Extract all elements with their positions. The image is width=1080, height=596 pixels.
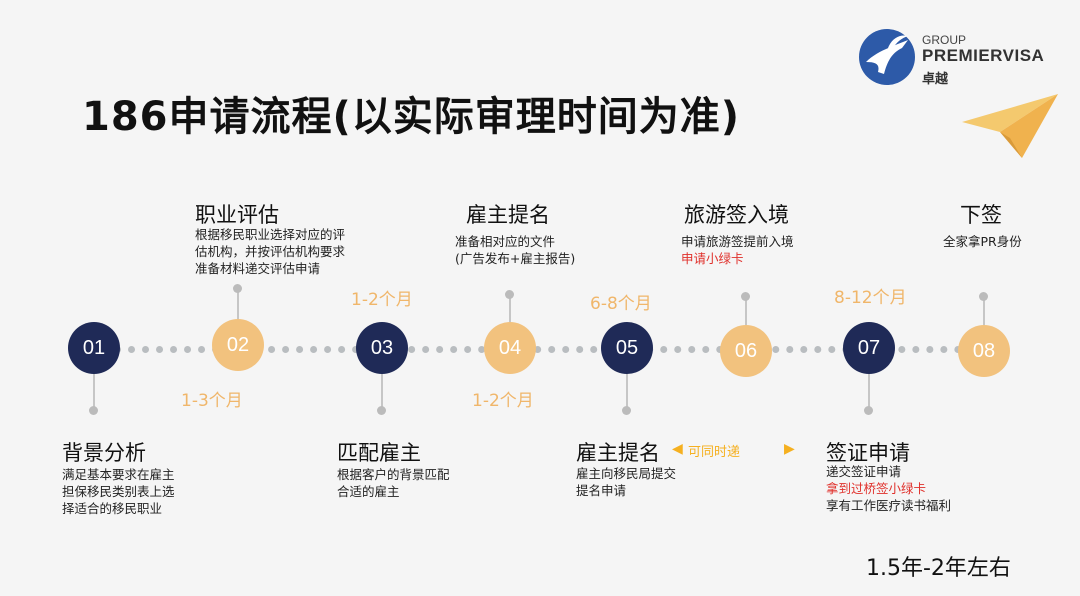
step-desc-06: 申请旅游签提前入境 申请小绿卡 <box>681 234 794 266</box>
step-label-01: 背景分析 <box>62 441 146 465</box>
step-node-08: 08 <box>958 325 1010 377</box>
step-node-07: 07 <box>843 322 895 374</box>
stem-08 <box>983 298 985 325</box>
logo-mark-icon <box>859 29 915 85</box>
duration-06-07: 8-12个月 <box>834 288 907 308</box>
stem-dot-03 <box>377 406 386 415</box>
stem-02 <box>237 289 239 319</box>
step-desc-05: 雇主向移民局提交提名申请 <box>576 466 677 498</box>
logo-cn-text: 卓越 <box>922 72 949 87</box>
left-arrow-icon: ◀ <box>672 441 683 457</box>
stem-dot-07 <box>864 406 873 415</box>
step-highlight-07: 拿到过桥签小绿卡 <box>826 481 927 496</box>
stem-dot-04 <box>505 290 514 299</box>
step-desc-02: 根据移民职业选择对应的评估机构，并按评估机构要求准备材料递交评估申请 <box>195 227 346 276</box>
stem-07 <box>868 374 870 410</box>
duration-02-03: 1-2个月 <box>351 290 413 310</box>
step-label-05: 雇主提名 <box>576 441 660 465</box>
step-label-04: 雇主提名 <box>466 203 550 227</box>
stem-05 <box>626 374 628 410</box>
step-node-05: 05 <box>601 322 653 374</box>
page-title: 186申请流程(以实际审理时间为准) <box>82 94 741 140</box>
stem-dot-05 <box>622 406 631 415</box>
step-label-03: 匹配雇主 <box>337 441 421 465</box>
total-duration: 1.5年-2年左右 <box>866 556 1011 581</box>
premiervisa-logo: GROUP PREMIERVISA 卓越 <box>858 28 1058 92</box>
stem-dot-02 <box>233 284 242 293</box>
step-desc-01: 满足基本要求在雇主担保移民类别表上选择适合的移民职业 <box>62 467 175 516</box>
step-node-02: 02 <box>212 319 264 371</box>
logo-group-text: GROUP <box>922 33 967 47</box>
duration-01-02: 1-3个月 <box>181 391 243 411</box>
stem-03 <box>381 374 383 410</box>
logo-brand-text: PREMIERVISA <box>922 46 1045 65</box>
stem-04 <box>509 296 511 322</box>
step-label-08: 下签 <box>960 203 1002 227</box>
step-node-01: 01 <box>68 322 120 374</box>
step-label-02: 职业评估 <box>195 203 279 227</box>
stem-dot-01 <box>89 406 98 415</box>
step-highlight-06: 申请小绿卡 <box>681 251 744 266</box>
step-node-04: 04 <box>484 322 536 374</box>
step-node-06: 06 <box>720 325 772 377</box>
step-desc-04: 准备相对应的文件(广告发布+雇主报告) <box>455 234 576 266</box>
simultaneous-note: 可同时递 <box>688 445 741 460</box>
step-desc-03: 根据客户的背景匹配合适的雇主 <box>337 467 450 499</box>
timeline-axis <box>100 346 990 353</box>
step-label-06: 旅游签入境 <box>684 203 789 227</box>
step-desc-07: 递交签证申请 拿到过桥签小绿卡 享有工作医疗读书福利 <box>826 464 952 513</box>
step-label-07: 签证申请 <box>826 441 910 465</box>
stem-dot-06 <box>741 292 750 301</box>
stem-06 <box>745 298 747 325</box>
duration-04-05: 6-8个月 <box>590 294 652 314</box>
stem-01 <box>93 374 95 410</box>
paper-plane-icon <box>962 94 1058 158</box>
step-desc-08: 全家拿PR身份 <box>943 234 1022 249</box>
stem-dot-08 <box>979 292 988 301</box>
step-node-03: 03 <box>356 322 408 374</box>
right-arrow-icon: ▶ <box>784 441 795 457</box>
duration-03-04: 1-2个月 <box>472 391 534 411</box>
